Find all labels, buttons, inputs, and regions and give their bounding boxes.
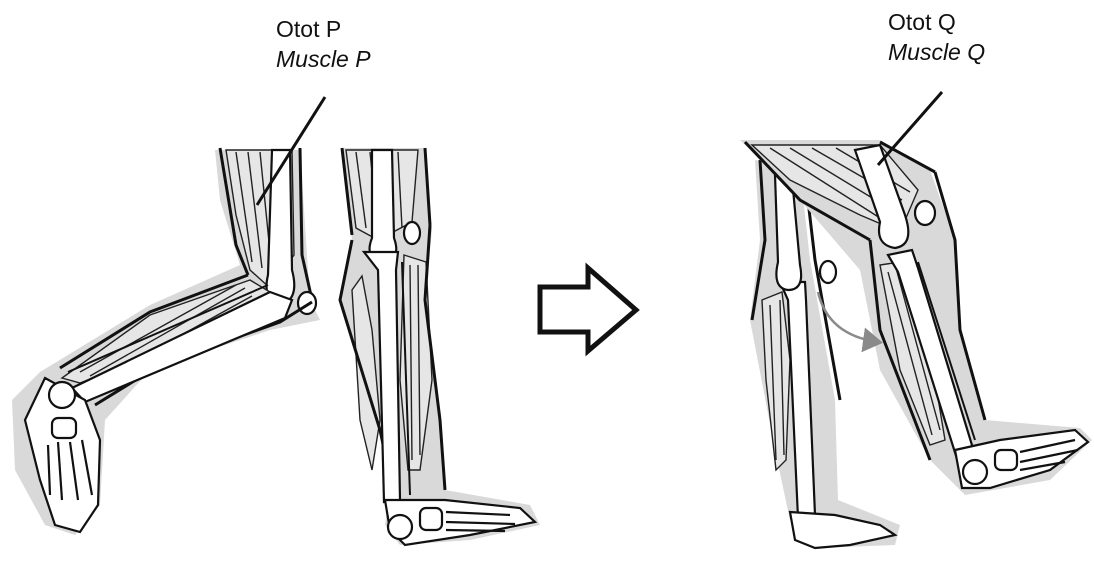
label-muscle-p: Otot P Muscle P xyxy=(276,14,371,74)
pointer-line-q xyxy=(878,92,942,165)
femur-bone xyxy=(267,150,295,305)
right-panel-legs xyxy=(740,92,1092,548)
back-kneecap-right xyxy=(820,261,836,283)
label-q-local: Otot Q xyxy=(888,7,985,37)
front-kneecap xyxy=(404,222,420,244)
back-calf-muscle-right xyxy=(762,292,790,470)
front-femur-bone xyxy=(370,150,397,262)
straight-front-leg xyxy=(340,148,540,545)
front-kneecap-right xyxy=(915,201,935,225)
label-p-english: Muscle P xyxy=(276,44,371,74)
transition-arrow xyxy=(540,268,636,351)
label-muscle-q: Otot Q Muscle Q xyxy=(888,7,985,67)
bent-back-leg xyxy=(12,148,320,535)
label-q-english: Muscle Q xyxy=(888,37,985,67)
left-panel-legs xyxy=(12,97,540,545)
label-p-local: Otot P xyxy=(276,14,371,44)
